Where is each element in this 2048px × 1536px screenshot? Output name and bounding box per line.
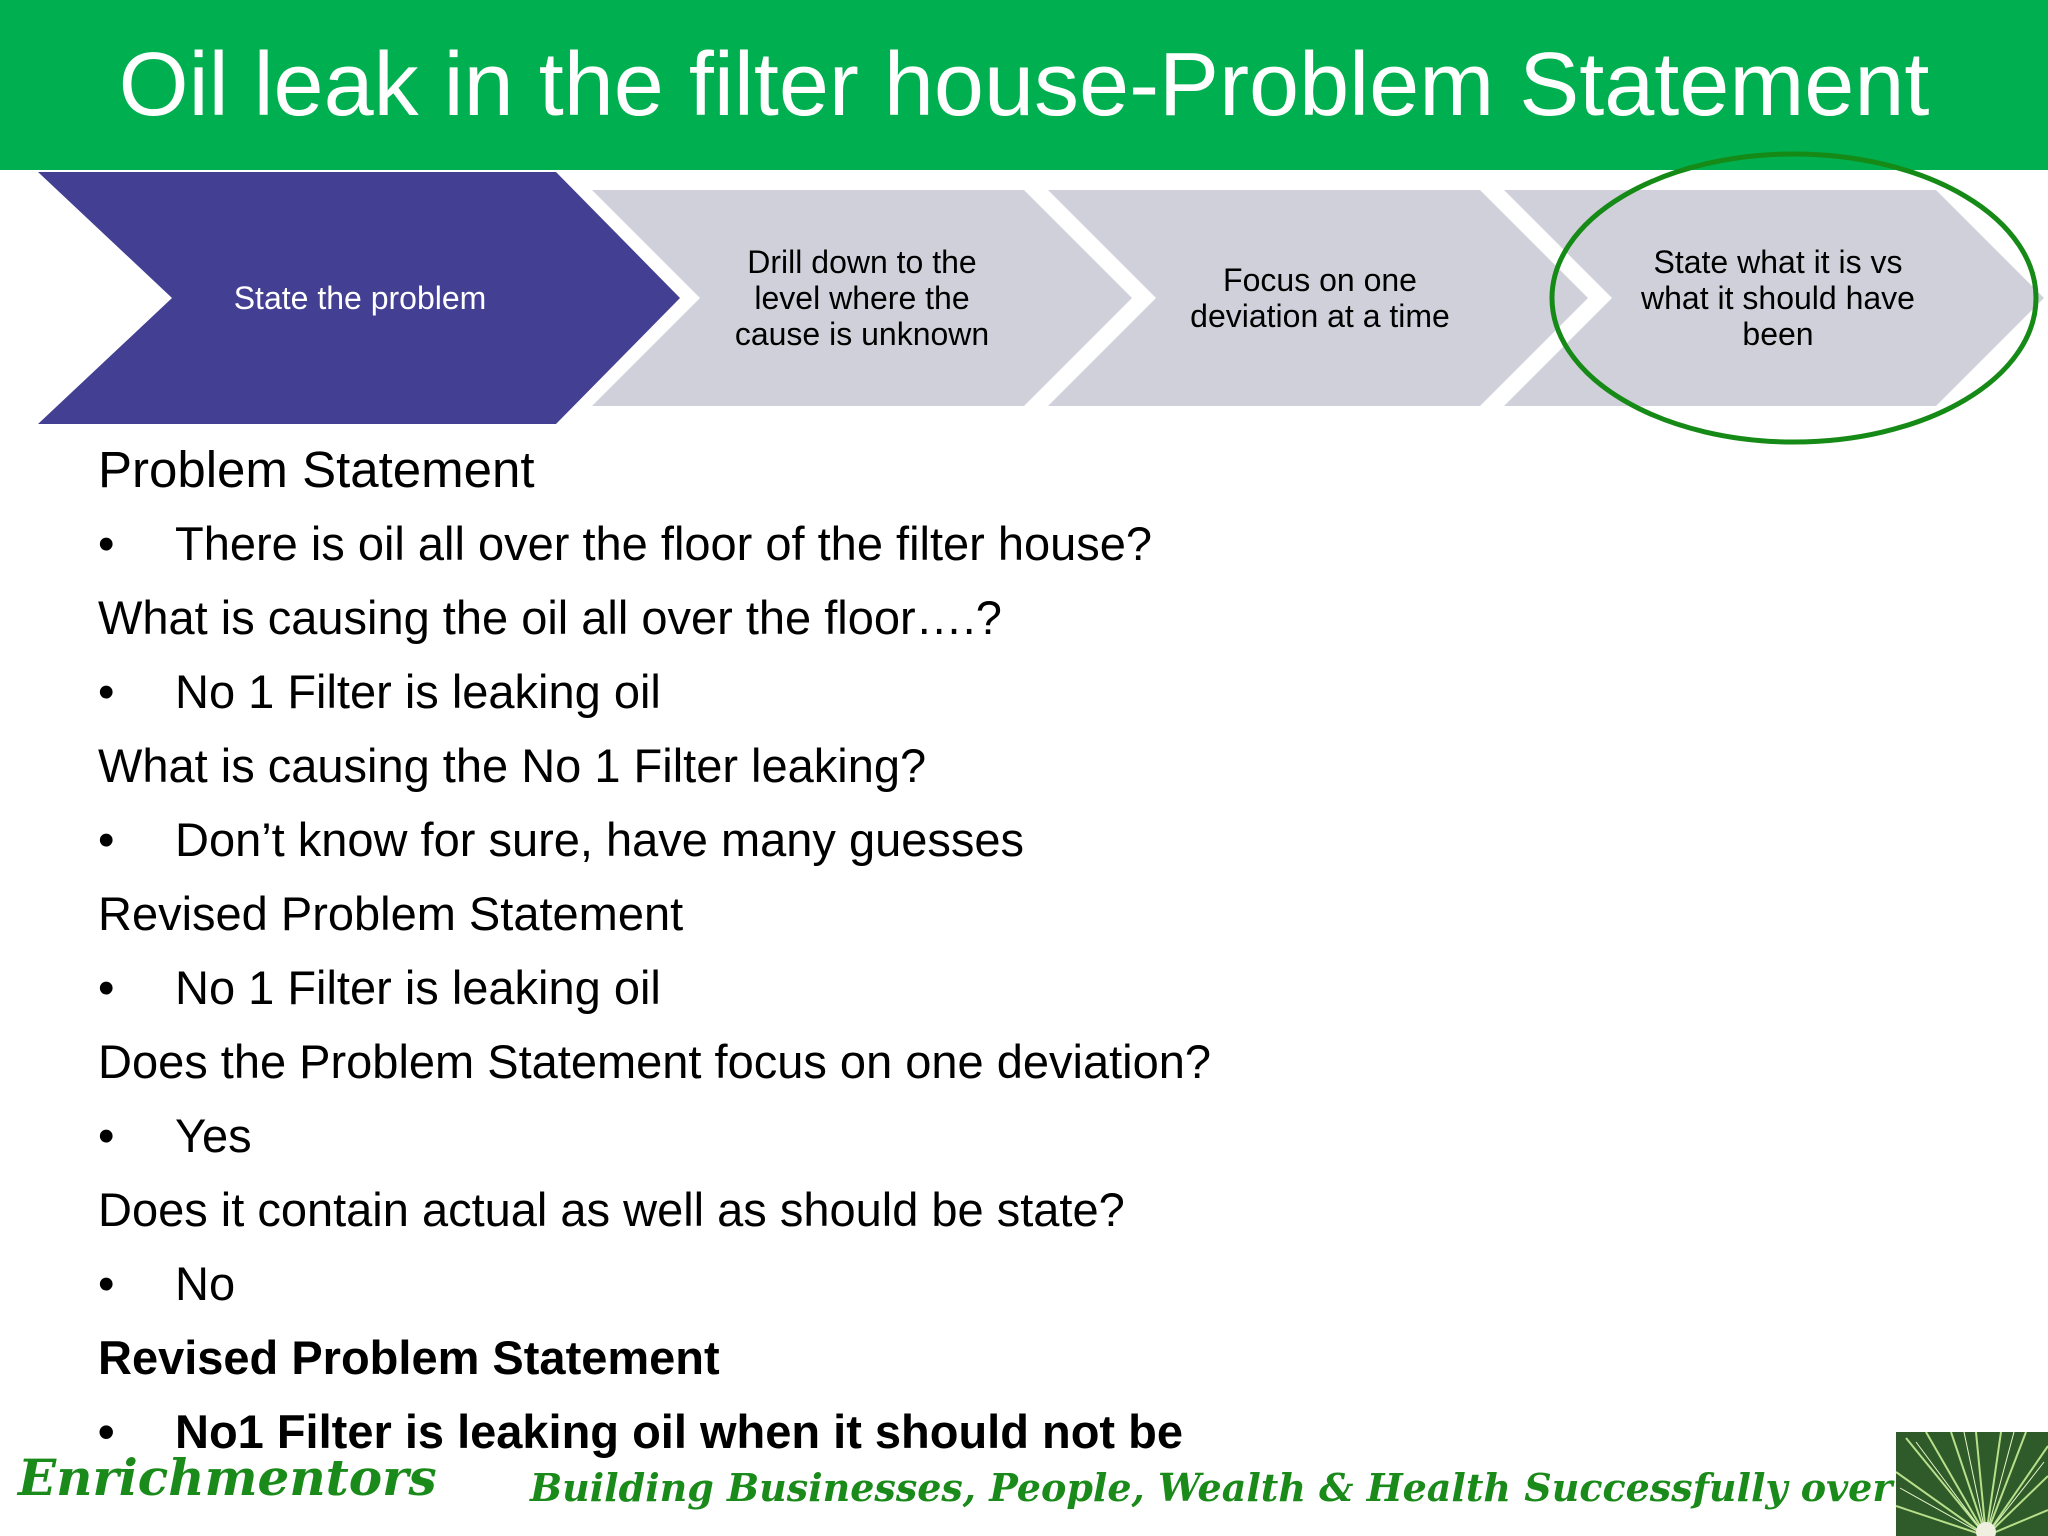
bullet-icon: • bbox=[98, 1405, 115, 1458]
footer-brand-logo: Enrichmentors bbox=[18, 1448, 437, 1507]
chevron-step-4 bbox=[1504, 190, 2044, 406]
list-item: Problem Statement bbox=[98, 433, 1498, 507]
list-item: • Yes bbox=[98, 1099, 1498, 1173]
bullet-icon: • bbox=[98, 1257, 115, 1310]
list-item-text: Problem Statement bbox=[98, 441, 535, 498]
list-item-text: Revised Problem Statement bbox=[98, 1331, 720, 1384]
bullet-icon: • bbox=[98, 961, 115, 1014]
list-item: Revised Problem Statement bbox=[98, 877, 1498, 951]
list-item: • Don’t know for sure, have many guesses bbox=[98, 803, 1498, 877]
chevron-step-1-label: State the problem bbox=[233, 280, 487, 316]
list-item-text: No bbox=[175, 1257, 236, 1310]
list-item: • No bbox=[98, 1247, 1498, 1321]
list-item: Does it contain actual as well as should… bbox=[98, 1173, 1498, 1247]
bullet-icon: • bbox=[98, 517, 115, 570]
list-item: What is causing the No 1 Filter leaking? bbox=[98, 729, 1498, 803]
list-item-text: Revised Problem Statement bbox=[98, 887, 684, 940]
list-item-text: There is oil all over the floor of the f… bbox=[175, 517, 1153, 570]
slide-title: Oil leak in the filter house-Problem Sta… bbox=[118, 35, 1930, 135]
list-item: • No1 Filter is leaking oil when it shoul… bbox=[98, 1395, 1498, 1469]
chevron-step-2 bbox=[592, 190, 1132, 406]
bullet-icon: • bbox=[98, 813, 115, 866]
list-item: Does the Problem Statement focus on one … bbox=[98, 1025, 1498, 1099]
list-item: • There is oil all over the floor of the … bbox=[98, 507, 1498, 581]
problem-statement-list: Problem Statement • There is oil all over… bbox=[98, 433, 1498, 1469]
list-item: What is causing the oil all over the flo… bbox=[98, 581, 1498, 655]
chevron-step-2-label: Drill down to the level where the cause … bbox=[734, 244, 990, 352]
list-item-text: No 1 Filter is leaking oil bbox=[175, 961, 661, 1014]
process-chevrons: State the problem Drill down to the leve… bbox=[0, 0, 2048, 460]
chevron-step-4-label: State what it is vs what it should have … bbox=[1641, 244, 1915, 352]
list-item-text: What is causing the No 1 Filter leaking? bbox=[98, 739, 927, 792]
palm-leaf-icon bbox=[1896, 1432, 2048, 1536]
bullet-icon: • bbox=[98, 1109, 115, 1162]
list-item-text: Does the Problem Statement focus on one … bbox=[98, 1035, 1212, 1088]
footer-tagline: Building Businesses, People, Wealth & He… bbox=[530, 1465, 2048, 1510]
list-item-text: No 1 Filter is leaking oil bbox=[175, 665, 661, 718]
list-item-text: What is causing the oil all over the flo… bbox=[98, 591, 1002, 644]
chevron-step-3 bbox=[1048, 190, 1588, 406]
bullet-icon: • bbox=[98, 665, 115, 718]
list-item-text: No1 Filter is leaking oil when it should… bbox=[175, 1405, 1183, 1458]
list-item-text: Don’t know for sure, have many guesses bbox=[175, 813, 1025, 866]
chevron-graphic bbox=[38, 151, 2044, 445]
list-item: • No 1 Filter is leaking oil bbox=[98, 951, 1498, 1025]
list-item-text: Yes bbox=[175, 1109, 252, 1162]
list-item-text: Does it contain actual as well as should… bbox=[98, 1183, 1125, 1236]
title-bar bbox=[0, 0, 2048, 170]
chevron-step-3-label: Focus on one deviation at a time bbox=[1190, 262, 1450, 334]
palm-leaf-image bbox=[1896, 1432, 2048, 1536]
chevron-step-1 bbox=[38, 172, 680, 424]
list-item: Revised Problem Statement bbox=[98, 1321, 1498, 1395]
highlight-ellipse bbox=[1549, 151, 2039, 445]
list-item: • No 1 Filter is leaking oil bbox=[98, 655, 1498, 729]
